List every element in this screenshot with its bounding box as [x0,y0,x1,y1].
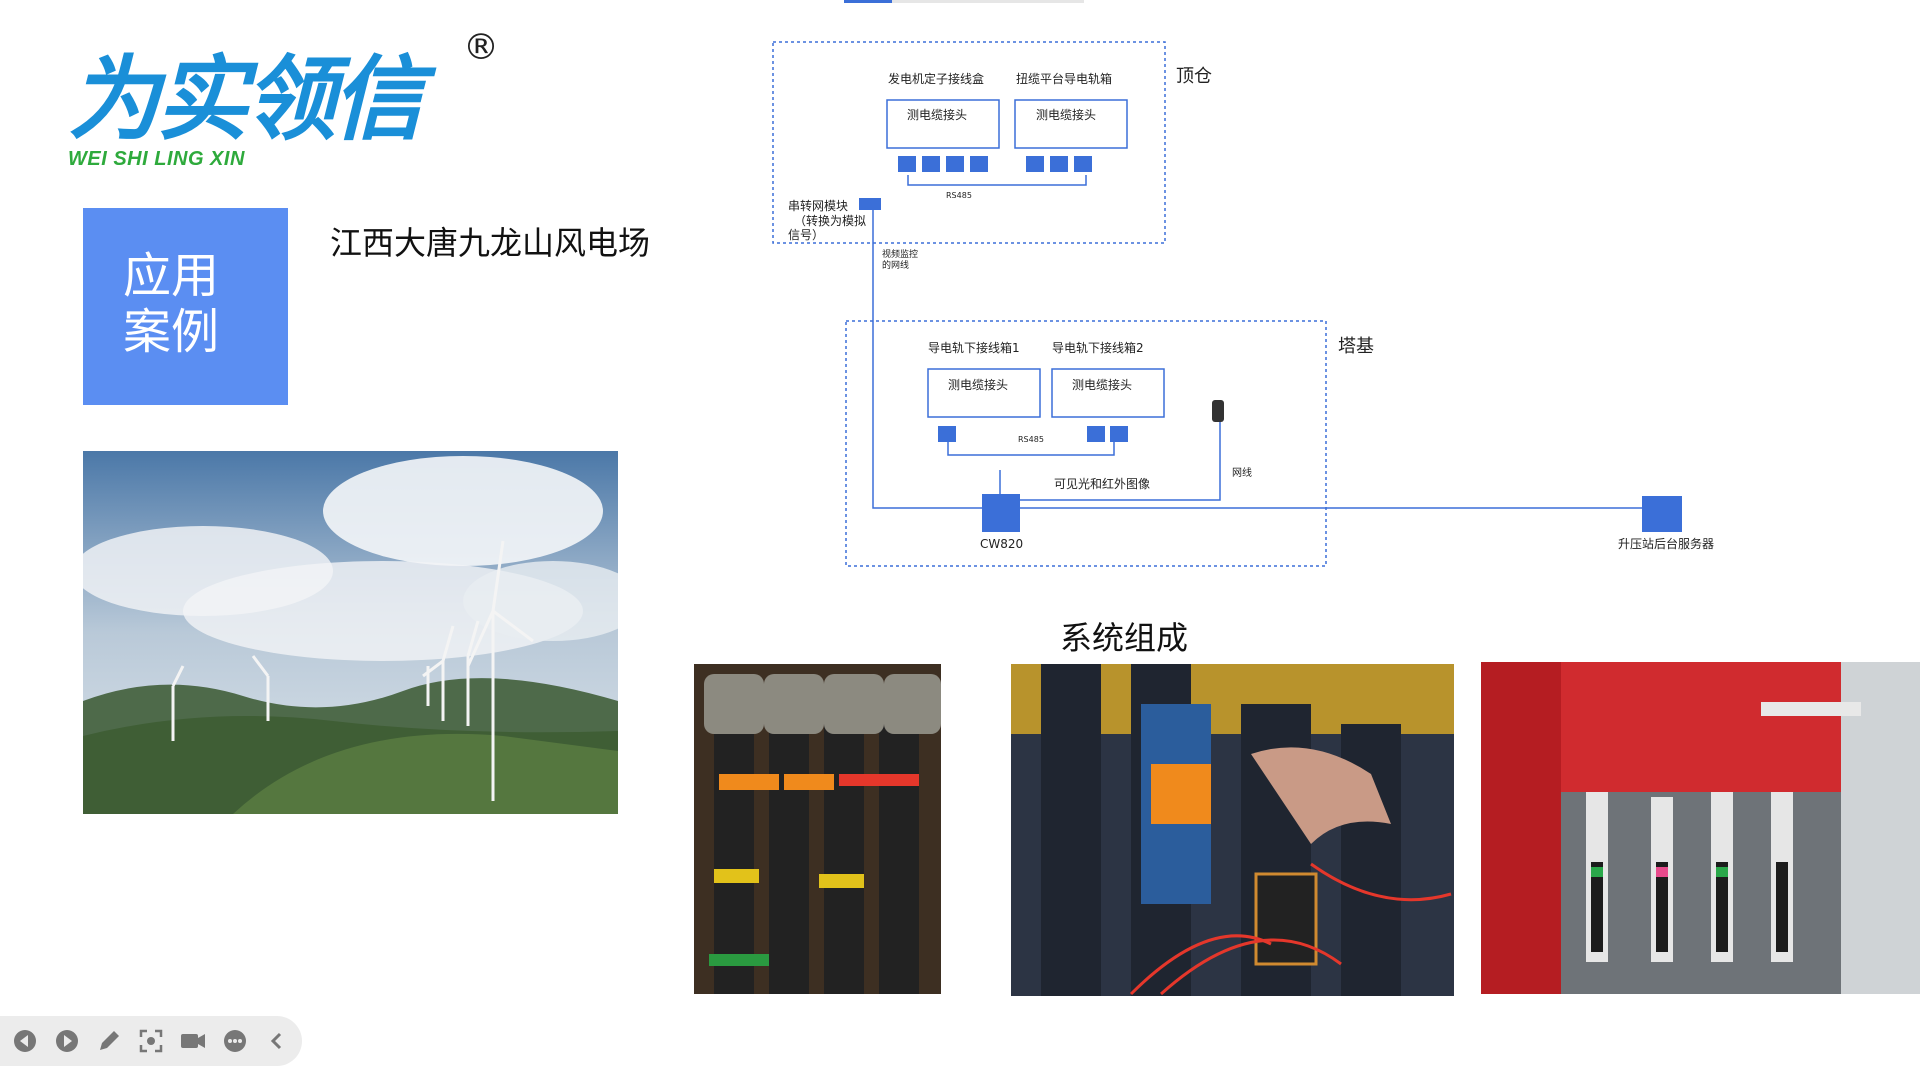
base-section-frame [845,320,1327,567]
rs485-top: RS485 [946,191,972,200]
more-icon[interactable] [220,1026,250,1056]
device-label: CW820 [980,537,1023,551]
video-line-l2: 的网线 [882,259,909,271]
wind-farm-photo [83,451,618,814]
case-label-line1: 应用 [123,248,220,304]
network-label: 网线 [1232,466,1252,479]
slide-progress-bar [844,0,1084,3]
logo-subtitle: WEI SHI LING XIN [68,148,245,170]
rail-box2 [1051,368,1165,418]
rail-box2-title: 导电轨下接线箱2 [1052,340,1144,355]
gen-box-title: 发电机定子接线盒 [888,71,984,86]
rail1-joint: 测电缆接头 [948,377,1008,392]
twist-rail-box [1014,99,1128,149]
screenshot-icon[interactable] [136,1026,166,1056]
base-section-label: 塔基 [1338,336,1374,357]
registered-mark: ® [463,27,499,68]
rail-box1 [927,368,1041,418]
prev-icon[interactable] [10,1026,40,1056]
rail-box1-title: 导电轨下接线箱1 [928,340,1020,355]
system-title: 系统组成 [1060,619,1189,657]
rs485-base: RS485 [1018,435,1044,444]
serial-module-l1: 串转网模块 [788,198,848,213]
logo-text: 为实领信 [68,46,424,153]
serial-module-block [859,198,881,210]
site-title: 江西大唐九龙山风电场 [330,224,651,262]
company-logo: 为实领信 WEI SHI LING XIN ® [68,27,508,175]
serial-module-l3: 信号） [788,228,824,242]
case-label-line2: 案例 [123,304,220,360]
gen-junction-box [886,99,1000,149]
twist-box-title: 扭缆平台导电轨箱 [1016,71,1112,86]
rail2-joint: 测电缆接头 [1072,377,1132,392]
collapse-icon[interactable] [262,1026,292,1056]
case-label-box: 应用 案例 [83,208,288,405]
video-line-l1: 视频监控 [882,248,918,260]
next-icon[interactable] [52,1026,82,1056]
gen-box-joint: 测电缆接头 [907,107,967,122]
image-label: 可见光和红外图像 [1054,476,1150,491]
pen-icon[interactable] [94,1026,124,1056]
serial-module-l2: （转换为模拟 [794,213,866,228]
top-section-frame [772,41,1166,244]
joint-blocks [859,156,1682,532]
server-label: 升压站后台服务器 [1618,536,1714,551]
server-device [1642,496,1682,532]
twist-box-joint: 测电缆接头 [1036,107,1096,122]
camera-device [1212,400,1224,422]
camera-icon[interactable] [178,1026,208,1056]
system-diagram: 发电机定子接线盒 扭缆平台导电轨箱 测电缆接头 测电缆接头 测电缆接头 测电缆接… [772,41,1714,567]
sensor-install-photo [1011,664,1454,996]
cw820-device [982,494,1020,532]
presentation-toolbar [0,1016,302,1066]
cable-joint-photo [694,664,941,994]
cabinet-photo [1481,662,1920,994]
top-section-label: 顶仓 [1176,66,1212,87]
slide-progress-fill [844,0,892,3]
